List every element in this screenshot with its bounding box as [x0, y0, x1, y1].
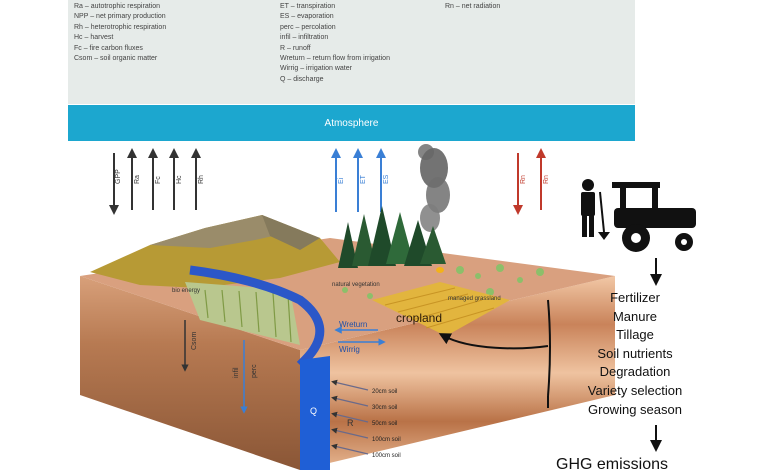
- management-bracket: [547, 299, 551, 397]
- legend-item: Ra – autotrophic respiration: [74, 3, 160, 10]
- runoff-arrows: [331, 379, 369, 455]
- management-item: Manure: [612, 308, 658, 324]
- management-item: Growing season: [588, 401, 682, 417]
- soil-layer-label: 30cm soil: [372, 405, 397, 411]
- management-item: Soil nutrients: [597, 345, 673, 361]
- atmosphere-band: Atmosphere: [68, 105, 635, 141]
- legend-item: NPP – net primary production: [74, 13, 166, 21]
- label-perc: perc: [251, 364, 258, 378]
- river-discharge-column: [300, 356, 330, 470]
- carbon-flux-arrows: GPP Ra Fc Hc Rh: [109, 148, 205, 215]
- legend-carbon-column: Ra – autotrophic respiration NPP – net p…: [74, 2, 166, 64]
- legend-item: R – runoff: [280, 44, 311, 52]
- soil-layer-label: 50cm soil: [372, 421, 397, 427]
- flux-label-et: ET: [360, 174, 367, 184]
- legend-item: Hc – harvest: [74, 34, 114, 42]
- fire-icon: [436, 267, 444, 273]
- smoke-plume: [418, 144, 450, 232]
- management-list: Fertilizer Manure Tillage Soil nutrients…: [560, 289, 710, 419]
- flux-label-rn: Rn: [520, 175, 527, 184]
- flux-label-fc: Fc: [155, 176, 162, 184]
- management-item: Fertilizer: [610, 290, 660, 305]
- bioenergy-field: [185, 282, 300, 345]
- river: [189, 265, 325, 369]
- flux-label-ra: Ra: [134, 175, 141, 184]
- legend-panel: Ra – autotrophic respiration NPP – net p…: [68, 0, 635, 104]
- management-item: Variety selection: [587, 382, 683, 398]
- label-wreturn: Wreturn: [339, 320, 367, 329]
- mountain-rock: [150, 215, 300, 248]
- label-q: Q: [310, 406, 317, 416]
- legend-item: ET – transpiration: [280, 3, 336, 10]
- legend-item: Wirrig – irrigation water: [280, 65, 352, 73]
- flux-label-hc: Hc: [176, 175, 183, 184]
- management-item: Tillage: [616, 327, 654, 343]
- label-cropland: cropland: [396, 311, 442, 325]
- legend-energy-column: Rn – net radiation: [445, 2, 500, 12]
- label-bioenergy: bio energy: [172, 288, 200, 294]
- label-natural-vegetation: natural vegetation: [332, 282, 380, 288]
- legend-item: Wreturn – return flow from irrigation: [280, 55, 390, 63]
- legend-water-column: ET – transpiration ES – evaporation perc…: [280, 2, 390, 85]
- soil-right-face: [300, 276, 615, 470]
- cropland-field: [372, 282, 510, 336]
- flux-label-rh: Rh: [198, 175, 205, 184]
- cropland-rows: [384, 287, 495, 329]
- label-wirrig: Wirrig: [339, 345, 360, 354]
- tractor-icon: [612, 182, 696, 252]
- legend-item: Q – discharge: [280, 75, 324, 83]
- label-managed-grassland: managed grassland: [448, 296, 501, 302]
- label-infil: infil: [233, 367, 240, 378]
- mountain-rock: [262, 215, 320, 250]
- flux-label-gpp: GPP: [115, 169, 122, 184]
- legend-item: ES – evaporation: [280, 13, 334, 21]
- water-flux-arrows: Ei ET ES: [331, 148, 390, 212]
- legend-item: Csom – soil organic matter: [74, 55, 158, 63]
- farmer-icon: [581, 179, 610, 240]
- legend-item: Fc – fire carbon fluxes: [74, 44, 143, 52]
- soil-layer-label: 100cm soil: [372, 453, 401, 459]
- ghg-emissions-label: GHG emissions: [556, 456, 669, 473]
- legend-item: infil – infiltration: [280, 34, 329, 42]
- soil-layer-label: 100cm soil: [372, 437, 401, 443]
- atmosphere-label: Atmosphere: [324, 117, 379, 129]
- soil-layer-labels: 20cm soil 30cm soil 50cm soil 100cm soil…: [372, 389, 401, 459]
- soil-left-face: [80, 276, 300, 470]
- flux-label-rn: Rn: [543, 175, 550, 184]
- energy-flux-arrows: Rn Rn: [513, 148, 550, 215]
- label-r: R: [347, 418, 354, 428]
- management-item: Degradation: [599, 364, 671, 380]
- bioenergy-plants: [204, 289, 292, 343]
- soil-layer-label: 20cm soil: [372, 389, 397, 395]
- management-bracket-arrow: [438, 333, 549, 350]
- legend-item: perc – percolation: [280, 23, 336, 31]
- label-csom: Csom: [191, 332, 198, 350]
- flux-label-ei: Ei: [338, 177, 345, 184]
- flux-label-es: ES: [383, 174, 390, 184]
- forest: [338, 206, 446, 273]
- land-surface-diagram: GPP Ra Fc Hc Rh Ei ET ES Rn Rn: [80, 144, 696, 470]
- legend-item: Rh – heterotrophic respiration: [74, 23, 167, 31]
- legend-item: Rn – net radiation: [445, 3, 501, 10]
